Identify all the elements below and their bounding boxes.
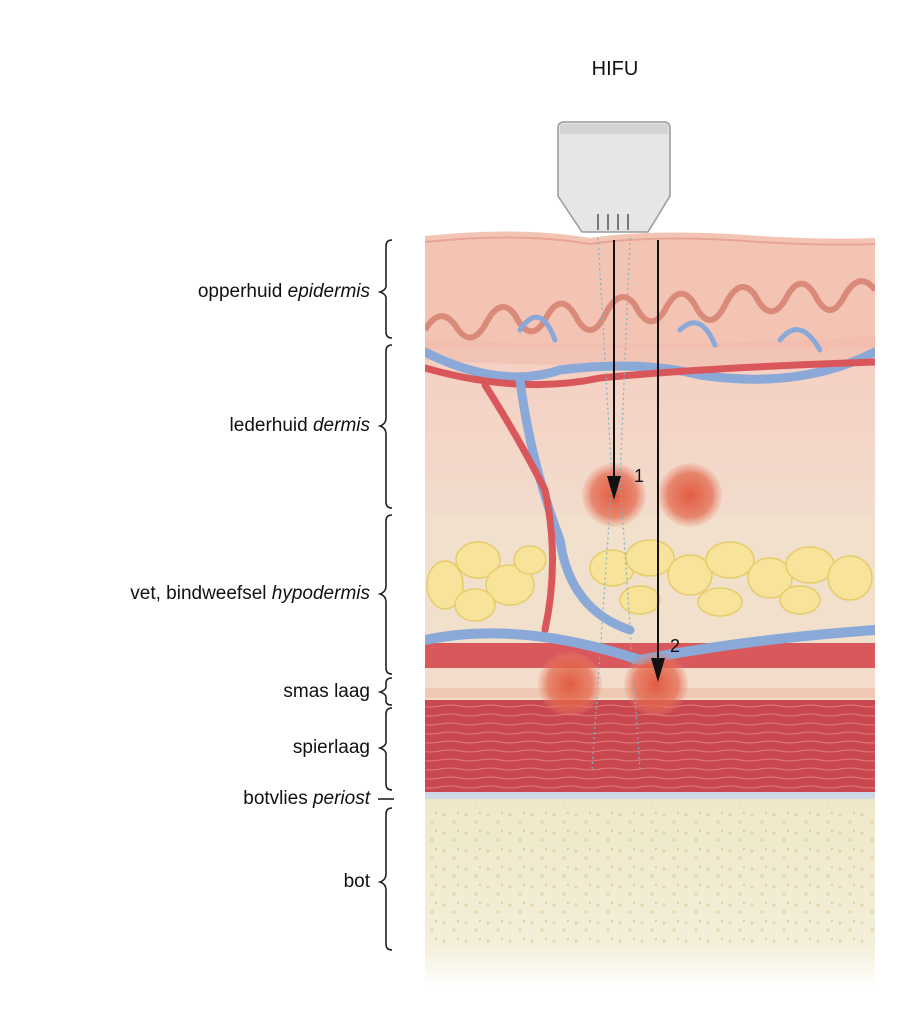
label-periost: botvlies periost (243, 788, 370, 810)
layer-latin: hypodermis (271, 583, 370, 604)
epidermal-ridges (425, 278, 875, 341)
label-smas: smas laag (283, 681, 370, 703)
periost-layer (425, 791, 875, 799)
layer-name: vet, bindweefsel (130, 583, 267, 604)
tissue-layers (425, 231, 875, 990)
label-dermis: lederhuid dermis (230, 415, 370, 437)
layer-name: lederhuid (229, 415, 308, 436)
focal-label-1: 1 (634, 466, 645, 486)
focal-label-2: 2 (670, 636, 681, 656)
layer-name: spierlaag (292, 737, 370, 758)
layer-latin: periost (312, 788, 370, 809)
energy-arrows (607, 240, 665, 682)
layer-name: bot (343, 871, 370, 892)
hifu-transducer (557, 121, 671, 233)
focal-zones (538, 463, 722, 716)
layer-latin: dermis (312, 415, 370, 436)
layer-name: opperhuid (197, 281, 283, 302)
label-bone: bot (344, 871, 370, 893)
layer-braces (377, 239, 394, 951)
diagram-title: HIFU (591, 58, 639, 80)
label-hypodermis: vet, bindweefsel hypodermis (130, 583, 370, 605)
layer-name: botvlies (243, 788, 308, 809)
fat-lobules (426, 539, 873, 622)
layer-latin: epidermis (287, 281, 370, 302)
label-muscle: spierlaag (293, 737, 370, 759)
layer-name: smas laag (283, 681, 370, 702)
label-epidermis: opperhuid epidermis (198, 281, 370, 303)
